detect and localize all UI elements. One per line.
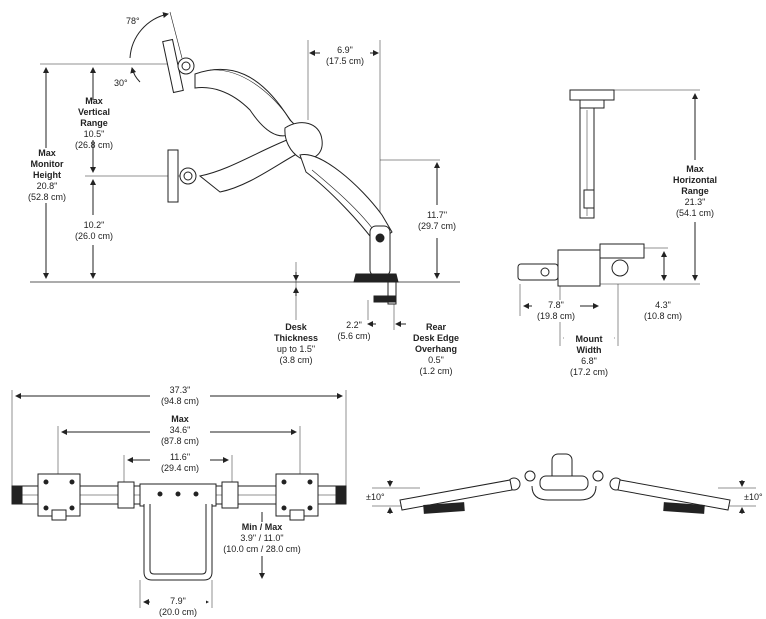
pole-height-label: 11.7" (29.7 cm) <box>414 210 460 232</box>
crossbar-view <box>11 390 347 608</box>
max-monitor-height-title-3: Height <box>33 170 61 180</box>
rear-overhang-title-3: Overhang <box>414 344 457 354</box>
tilt-arc <box>129 12 169 59</box>
arm-offset-label: 6.9" (17.5 cm) <box>320 45 370 67</box>
lower-monitor-plate <box>167 149 179 203</box>
clamp-offset-metric: (19.8 cm) <box>536 311 575 321</box>
clamp-depth-metric: (5.6 cm) <box>337 331 371 341</box>
rear-overhang-title-1: Rear <box>425 322 446 332</box>
min-max-depth-metric: (10.0 cm / 28.0 cm) <box>223 544 301 554</box>
max-horizontal-range-title-1: Max <box>686 164 704 174</box>
mount-width-title-2: Width <box>576 345 602 355</box>
mount-width-metric: (17.2 cm) <box>569 367 608 377</box>
angle-right-monitor <box>663 502 705 514</box>
max-horizontal-range-title-3: Range <box>681 186 709 196</box>
top-base-box <box>557 249 601 287</box>
arm-offset-imperial: 6.9" <box>337 45 353 55</box>
base-width-metric: (20.0 cm) <box>158 607 197 617</box>
tilt-down-label: 30° <box>114 78 128 88</box>
angle-left-arm <box>399 479 513 511</box>
max-horizontal-range-label: Max Horizontal Range 21.3" (54.1 cm) <box>668 164 722 219</box>
base-width-label: 7.9" (20.0 cm) <box>150 596 206 618</box>
center-span-label: 11.6" (29.4 cm) <box>150 452 210 474</box>
arm-offset-metric: (17.5 cm) <box>325 56 364 66</box>
pole-height-metric: (29.7 cm) <box>417 221 456 231</box>
min-max-depth-label: Min / Max 3.9" / 11.0" (10.0 cm / 28.0 c… <box>222 522 302 555</box>
support-arm <box>143 504 213 581</box>
clamp-depth-label: 2.2" (5.6 cm) <box>334 320 374 342</box>
overall-width-imperial: 37.3" <box>169 385 191 395</box>
desk-thickness-metric: (3.8 cm) <box>279 355 313 365</box>
top-view <box>517 89 700 346</box>
clamp-base <box>353 273 399 283</box>
base-offset-imperial: 4.3" <box>655 300 671 310</box>
angle-left-monitor <box>423 502 465 514</box>
desk-thickness-label: Desk Thickness up to 1.5" (3.8 cm) <box>268 322 324 366</box>
max-monitor-height-title-2: Monitor <box>30 159 64 169</box>
desk-thickness-title-1: Desk <box>285 322 307 332</box>
angle-view <box>372 453 756 514</box>
max-horizontal-range-imperial: 21.3" <box>684 197 706 207</box>
right-tilt-label: ±10° <box>744 492 763 502</box>
center-span-imperial: 11.6" <box>169 452 191 462</box>
clamp-offset-label: 7.8" (19.8 cm) <box>532 300 580 322</box>
max-monitor-height-metric: (52.8 cm) <box>27 192 66 202</box>
lower-height-imperial: 10.2" <box>83 220 105 230</box>
max-vertical-range-title-2: Vertical <box>77 107 111 117</box>
max-vertical-range-label: Max Vertical Range 10.5" (26.8 cm) <box>72 96 116 151</box>
overall-width-label: 37.3" (94.8 cm) <box>150 385 210 407</box>
lower-height-metric: (26.0 cm) <box>74 231 113 241</box>
min-max-depth-title: Min / Max <box>241 522 283 532</box>
mount-width-title-1: Mount <box>575 334 603 344</box>
tilt-up-label: 78° <box>126 16 140 26</box>
desk-thickness-range: up to 1.5" <box>276 344 316 354</box>
desk-thickness-title-2: Thickness <box>273 333 319 343</box>
mount-width-imperial: 6.8" <box>581 356 597 366</box>
lower-height-label: 10.2" (26.0 cm) <box>72 220 116 242</box>
max-monitor-height-imperial: 20.8" <box>36 181 58 191</box>
overall-width-metric: (94.8 cm) <box>160 396 199 406</box>
clamp-depth-imperial: 2.2" <box>346 320 362 330</box>
max-monitor-height-label: Max Monitor Height 20.8" (52.8 cm) <box>24 148 70 203</box>
pole-height-imperial: 11.7" <box>426 210 448 220</box>
side-view <box>30 11 460 330</box>
max-width-title: Max <box>171 414 189 424</box>
angle-right-arm <box>617 479 731 511</box>
rear-overhang-metric: (1.2 cm) <box>419 366 453 376</box>
max-vertical-range-imperial: 10.5" <box>83 129 105 139</box>
max-width-metric: (87.8 cm) <box>160 436 199 446</box>
max-horizontal-range-metric: (54.1 cm) <box>675 208 714 218</box>
min-max-depth-imperial: 3.9" / 11.0" <box>240 533 284 543</box>
max-vertical-range-metric: (26.8 cm) <box>74 140 113 150</box>
max-horizontal-range-title-2: Horizontal <box>673 175 717 185</box>
rear-overhang-imperial: 0.5" <box>428 355 444 365</box>
mount-width-label: Mount Width 6.8" (17.2 cm) <box>564 334 614 378</box>
max-vertical-range-title-3: Range <box>80 118 108 128</box>
max-width-imperial: 34.6" <box>169 425 191 435</box>
base-offset-metric: (10.8 cm) <box>643 311 682 321</box>
left-tilt-label: ±10° <box>366 492 385 502</box>
rear-overhang-title-2: Desk Edge <box>412 333 460 343</box>
rear-overhang-label: Rear Desk Edge Overhang 0.5" (1.2 cm) <box>408 322 464 377</box>
clamp-offset-imperial: 7.8" <box>548 300 564 310</box>
center-span-metric: (29.4 cm) <box>160 463 199 473</box>
max-monitor-height-title-1: Max <box>38 148 56 158</box>
max-vertical-range-title-1: Max <box>85 96 103 106</box>
base-offset-label: 4.3" (10.8 cm) <box>640 300 686 322</box>
base-width-imperial: 7.9" <box>170 596 186 606</box>
top-monitor-plate <box>569 89 615 101</box>
max-width-label: Max 34.6" (87.8 cm) <box>150 414 210 447</box>
